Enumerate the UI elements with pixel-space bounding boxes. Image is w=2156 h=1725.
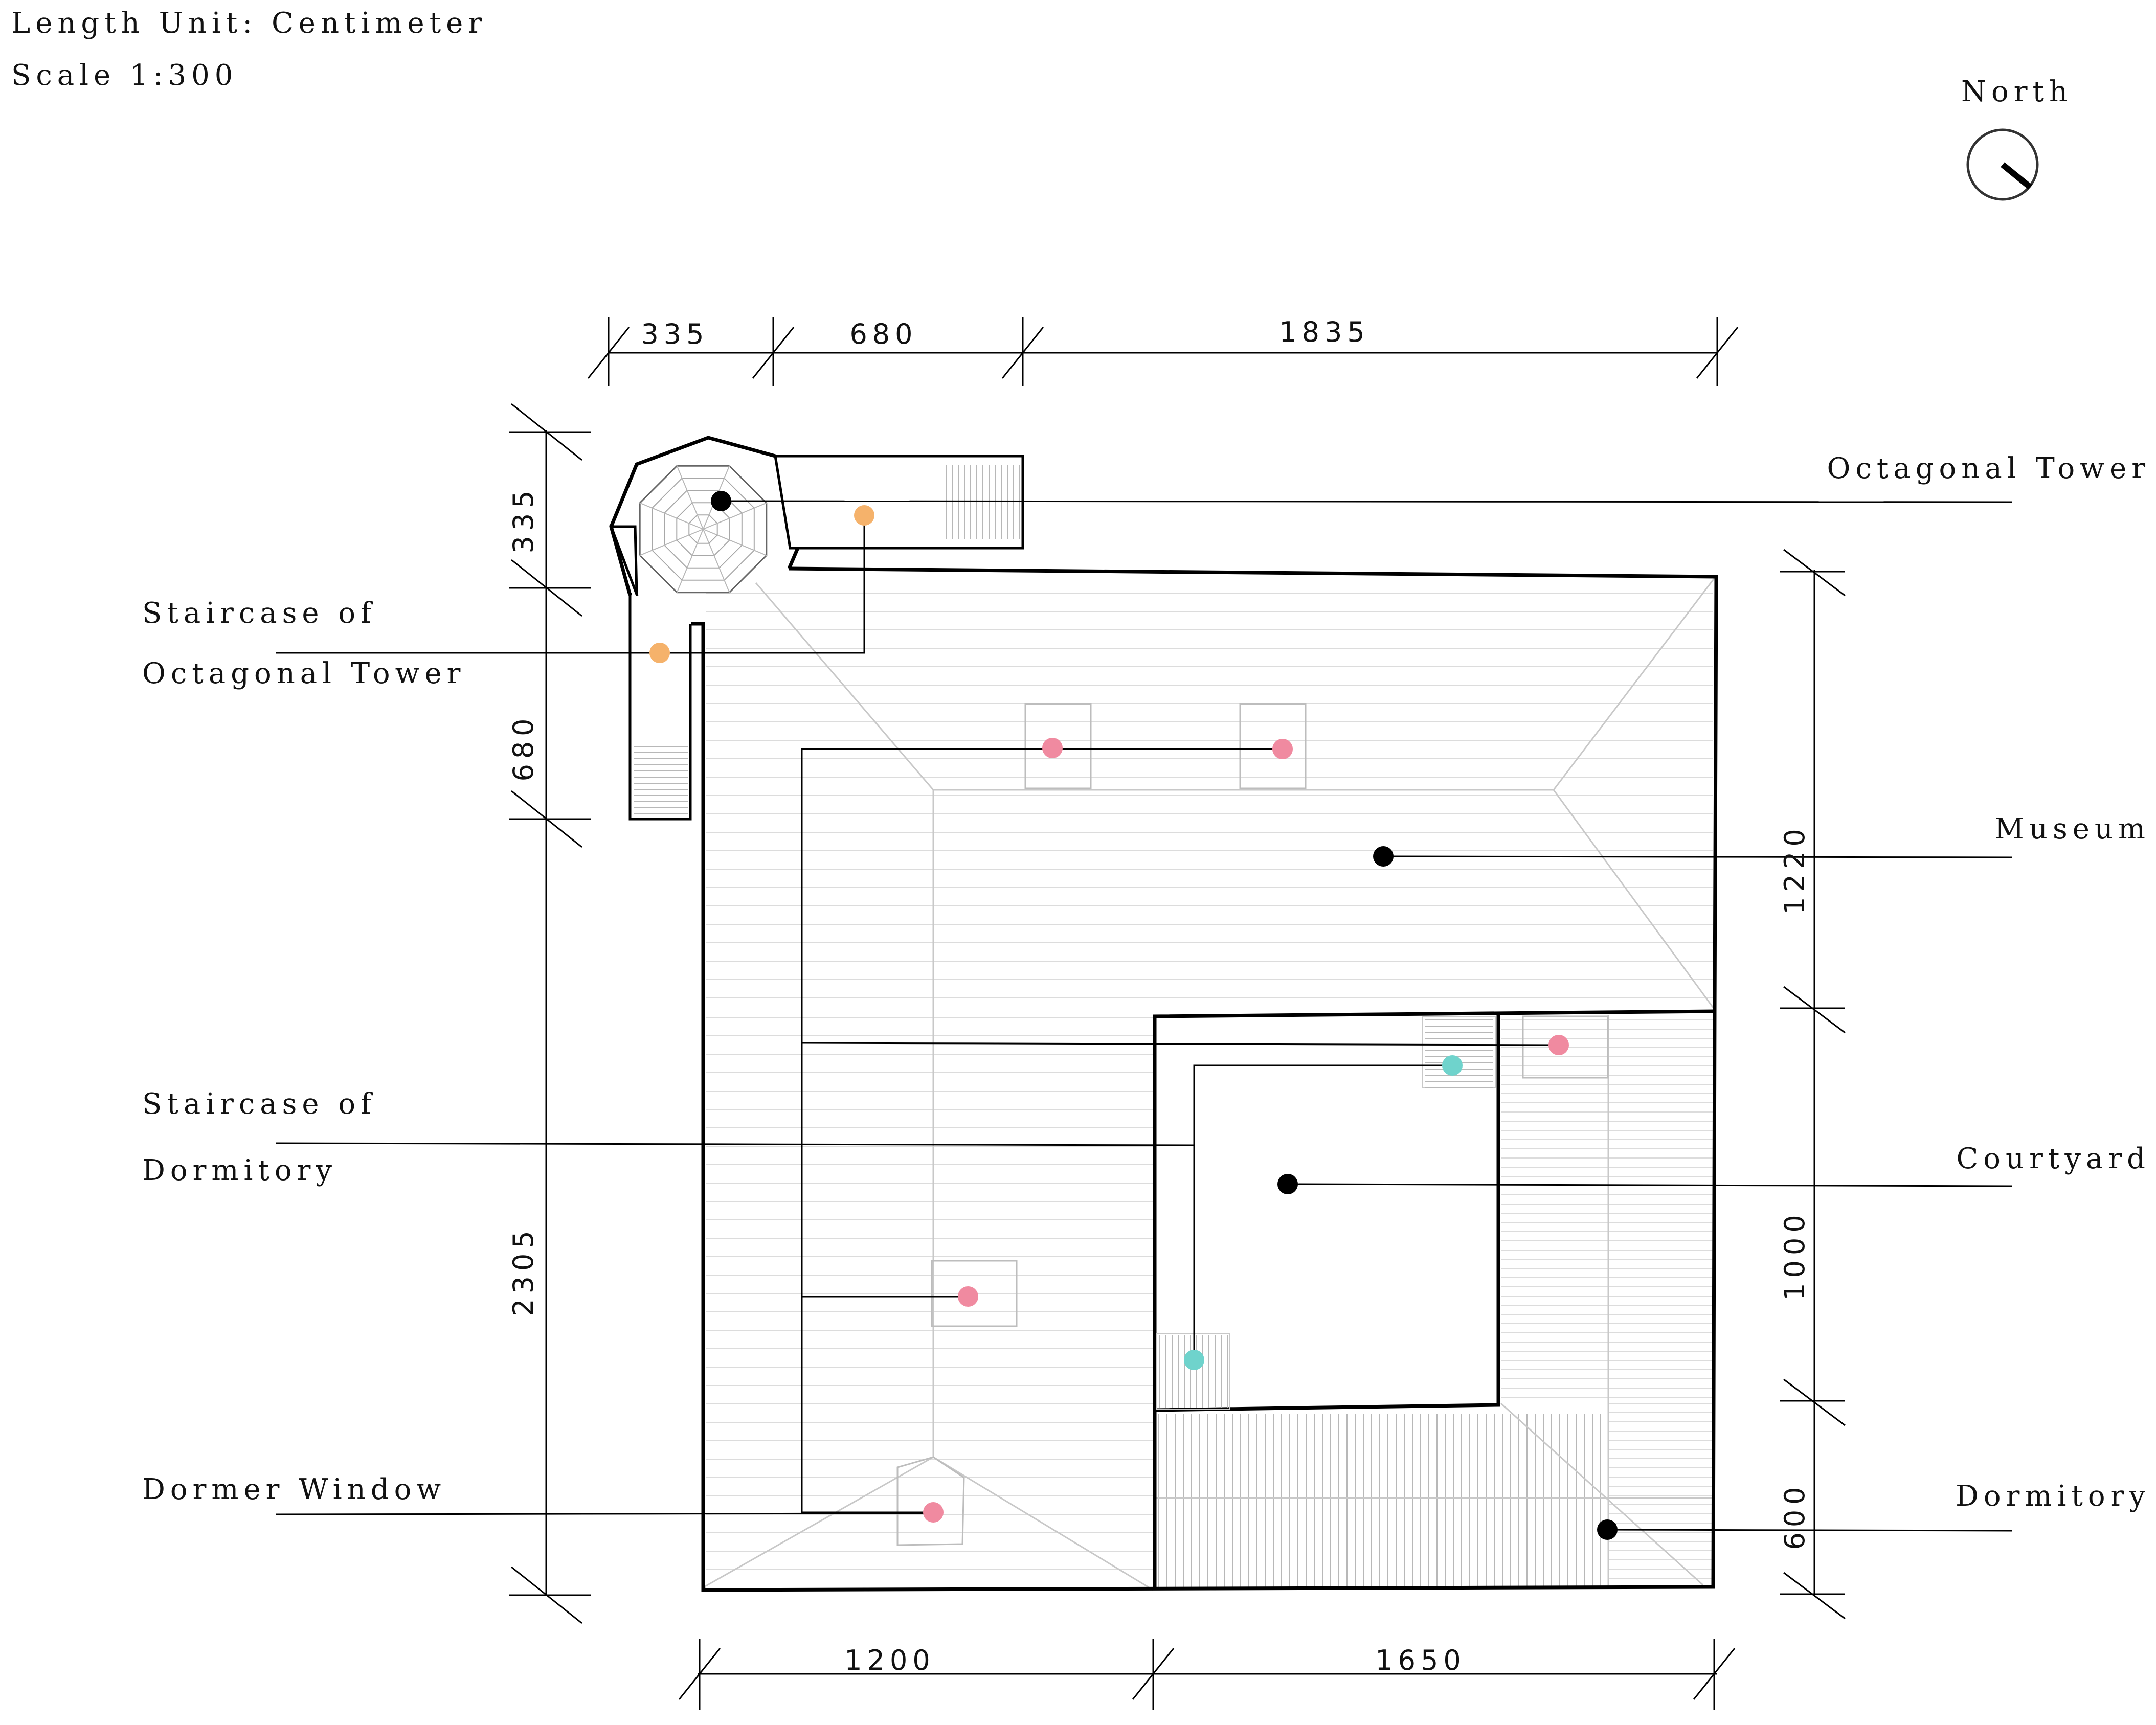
north-needle-icon [2001, 162, 2032, 190]
museum-marker [1373, 846, 1394, 867]
west-wing-roof-hatching [706, 1017, 1153, 1570]
dim-top-2: 680 [849, 318, 917, 350]
dim-left-3: 2305 [507, 1225, 540, 1316]
courtyard-marker [1277, 1174, 1298, 1194]
dormitory-marker [1597, 1519, 1618, 1540]
staircase-dormitory-label-line2: Dormitory [142, 1154, 337, 1187]
dim-right-2: 1000 [1779, 1210, 1811, 1300]
dormer-window-marker [923, 1502, 944, 1523]
dormer-window-marker [1272, 739, 1293, 759]
octagonal-tower-label: Octagonal Tower [1827, 452, 2150, 485]
tower-staircase-marker [854, 505, 874, 526]
dormer-windows [896, 703, 1609, 1546]
dim-bottom-2: 1650 [1375, 1644, 1466, 1676]
staircase-tower-label-line1: Staircase of [142, 597, 376, 630]
callout-labels: Octagonal Tower Staircase of Octagonal T… [142, 452, 2150, 1513]
dormitory-staircase-marker [1184, 1350, 1204, 1370]
dormitory-label: Dormitory [1956, 1480, 2150, 1513]
dim-right-1: 1220 [1779, 824, 1811, 914]
staircase-dormitory-label-line1: Staircase of [142, 1087, 376, 1121]
dim-top-1: 335 [641, 318, 709, 350]
north-label: North [1961, 75, 2073, 108]
dormer-window-marker [1548, 1035, 1569, 1055]
roof-ridges [703, 577, 1716, 1591]
dim-top-3: 1835 [1279, 316, 1369, 348]
museum-roof-hatching [706, 593, 1713, 998]
museum-label: Museum [1995, 812, 2150, 846]
north-arrow: North [1961, 75, 2073, 201]
dormitory-roof-hatching [1158, 1019, 1713, 1587]
tower-staircase-marker [649, 643, 670, 663]
dormitory-staircase-marker [1442, 1055, 1463, 1076]
octagonal-tower-roof [639, 465, 768, 594]
dim-bottom-1: 1200 [844, 1644, 935, 1676]
dim-left-2: 680 [507, 713, 540, 781]
north-circle-icon [1966, 128, 2039, 201]
dimension-lines: 335 680 1835 1200 1650 335 680 2305 [507, 316, 1846, 1710]
courtyard-label: Courtyard [1956, 1142, 2150, 1175]
markers [649, 491, 1618, 1540]
leader-lines [276, 500, 2013, 1532]
octagonal-tower-marker [711, 491, 731, 511]
tower-corridor [628, 455, 1024, 821]
length-unit-label: Length Unit: Centimeter [11, 7, 487, 40]
scale-label: Scale 1:300 [11, 59, 238, 92]
dim-left-1: 335 [507, 485, 540, 553]
dormer-window-label: Dormer Window [142, 1473, 446, 1506]
dormer-window-marker [1042, 738, 1063, 758]
dormer-window-marker [958, 1286, 978, 1307]
dim-right-3: 600 [1779, 1482, 1811, 1550]
building-outline [609, 436, 1718, 1592]
staircase-tower-label-line2: Octagonal Tower [142, 657, 465, 690]
